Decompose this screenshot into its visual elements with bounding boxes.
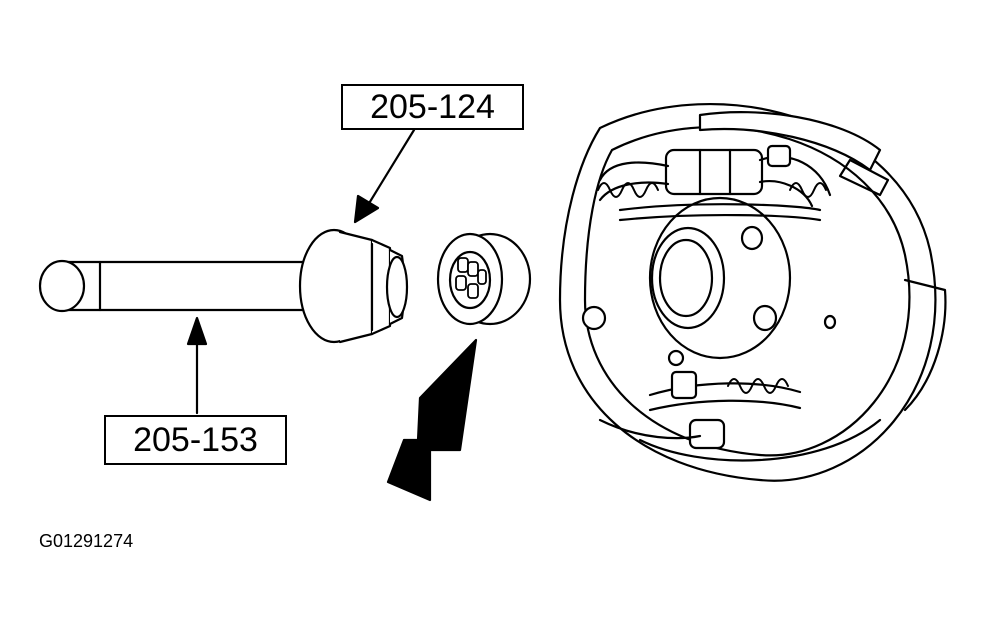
bearing-rollers <box>455 257 487 299</box>
wheel-hub <box>648 196 792 367</box>
arrow-handle-tool <box>186 316 208 415</box>
install-direction-arrow <box>386 338 478 502</box>
callout-handle-tool: 205-153 <box>104 415 287 465</box>
lower-return-spring <box>727 378 789 394</box>
installer-tool <box>298 228 409 344</box>
wheel-bearing <box>436 232 532 326</box>
figure-id: G01291274 <box>39 531 134 551</box>
callout-installer-tool: 205-124 <box>341 84 524 130</box>
brake-backing-plate <box>558 102 947 482</box>
arrow-installer-tool <box>353 128 416 224</box>
upper-wheel-cylinder <box>598 144 832 208</box>
mounting-hole <box>823 314 837 330</box>
lower-adjuster <box>598 370 802 450</box>
mounting-bolt <box>581 305 607 331</box>
upper-return-spring <box>597 182 827 198</box>
